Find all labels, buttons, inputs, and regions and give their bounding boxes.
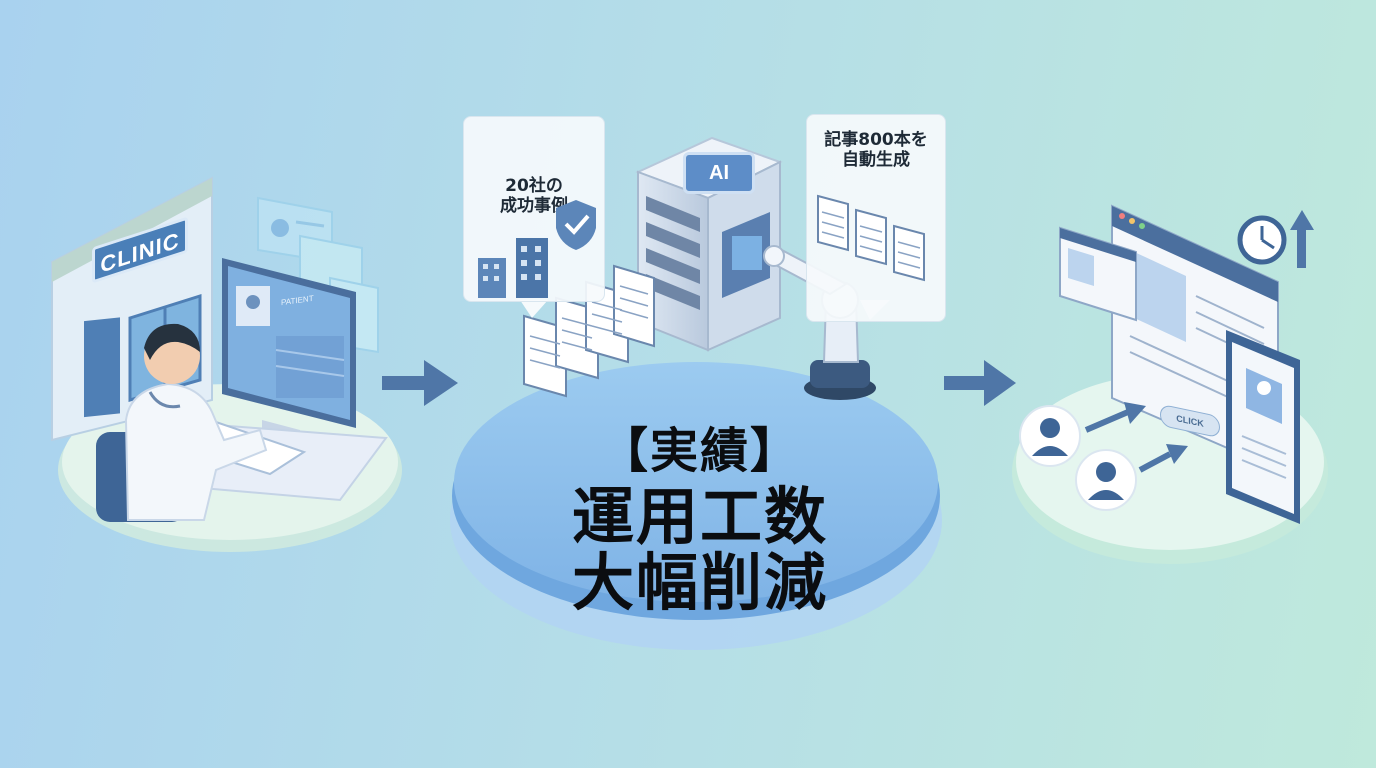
clock-icon (1237, 215, 1287, 265)
user-icon (1019, 405, 1081, 467)
smartphone-icon (1226, 330, 1300, 524)
server-icon (635, 136, 783, 352)
document-stack-icon (523, 264, 655, 398)
arrow-right-icon (944, 360, 1016, 406)
monitor-icon (222, 258, 356, 440)
bubble-success-cases-text: 20社の 成功事例 (500, 176, 568, 217)
headline-line-2: 運用工数 (571, 480, 828, 553)
center-platform (450, 362, 942, 650)
document-lines (529, 285, 649, 369)
bubble-left-tail (520, 300, 548, 318)
headline-line-3: 大幅削減 (571, 546, 828, 619)
user-arrow-icon (1084, 402, 1188, 473)
user-icon (1075, 449, 1137, 511)
side-window-icon (1059, 226, 1137, 322)
bubble-articles-text: 記事800本を 自動生成 (824, 130, 928, 171)
arrow-right-icon (382, 360, 458, 406)
headline: 【実績】 運用工数 大幅削減 (520, 418, 880, 616)
server-ai-chip: AI (683, 152, 755, 194)
headline-line-1: 【実績】 (599, 423, 800, 479)
arrow-up-icon (1290, 210, 1314, 268)
doctor-icon (96, 323, 268, 522)
